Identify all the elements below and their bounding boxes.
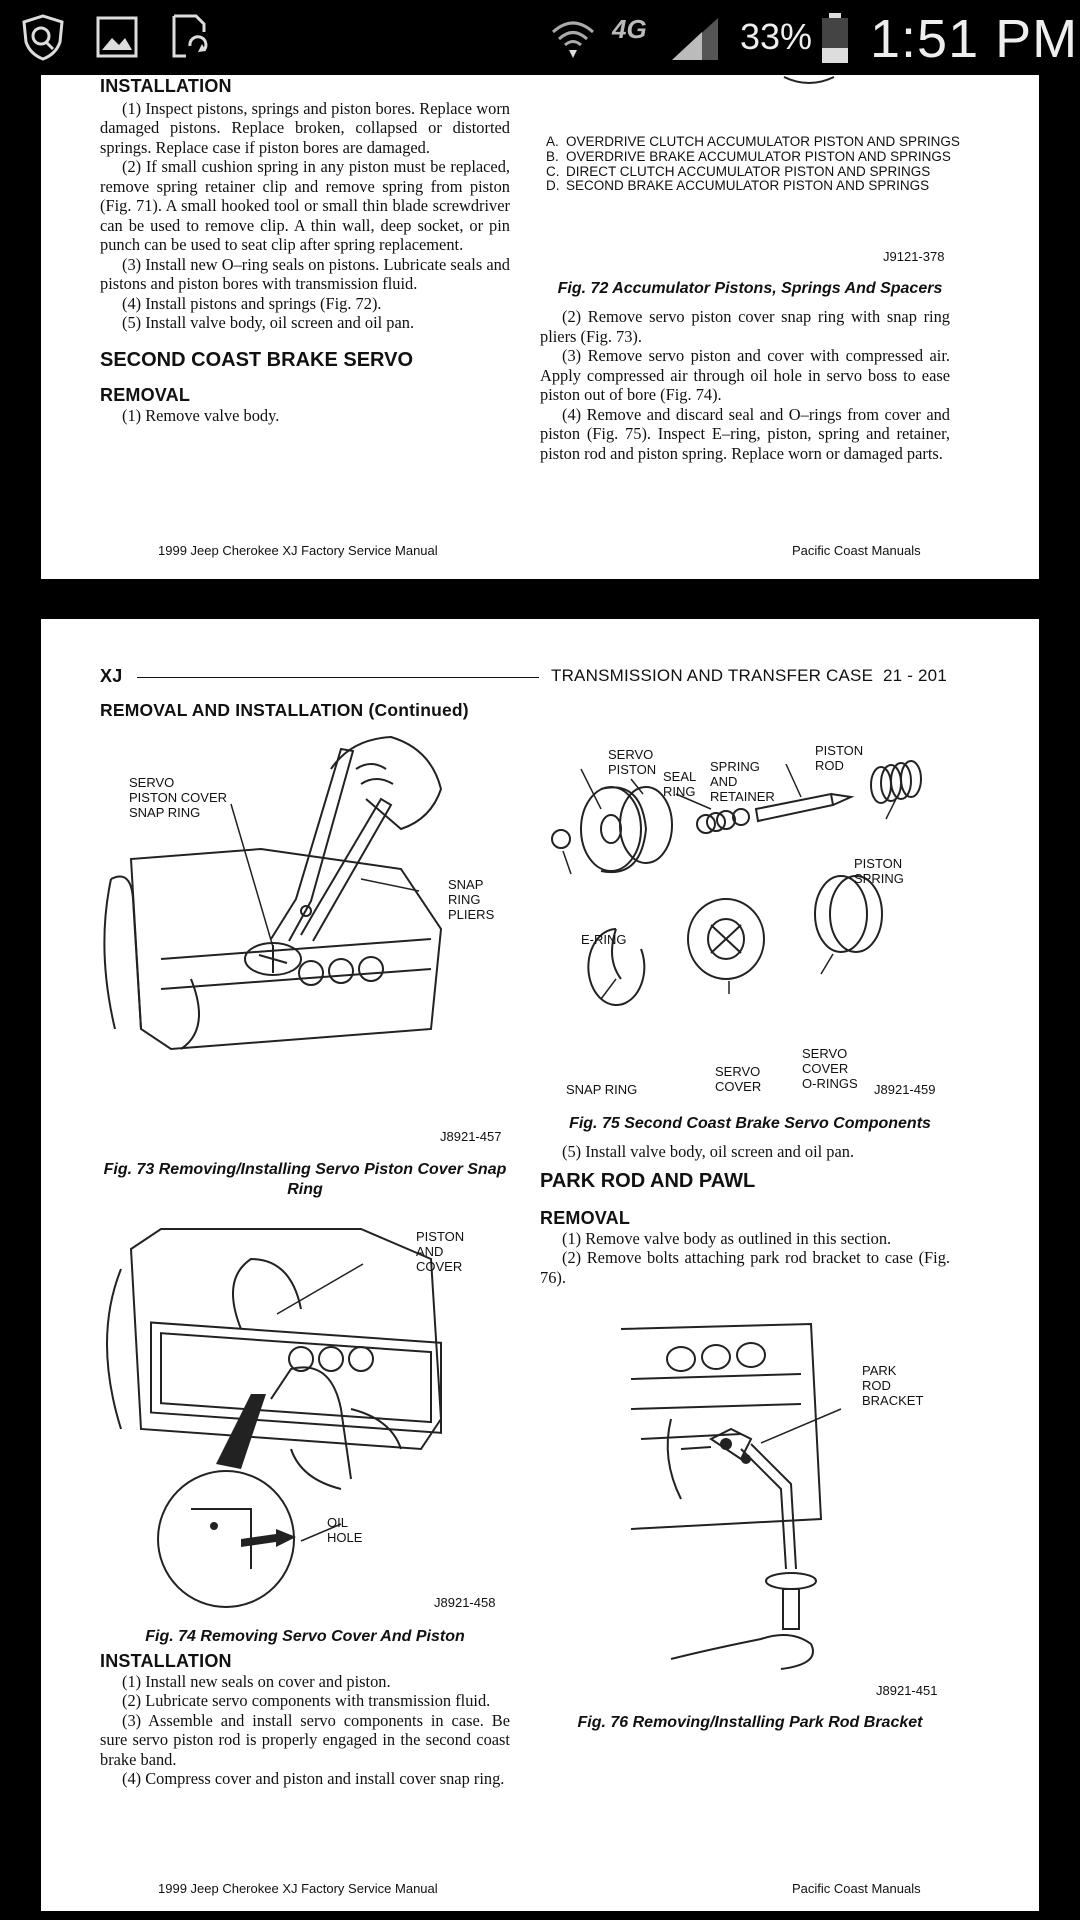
battery-icon [822, 13, 848, 63]
status-bar: 4G 33% 1:51 PM [0, 0, 1080, 75]
fig73-label-snap-ring: SERVO PISTON COVER SNAP RING [129, 775, 228, 820]
removal-step: (4) Remove and discard seal and O–rings … [540, 404, 950, 463]
manual-page-upper[interactable]: INSTALLATION (1) Inspect pistons, spring… [41, 75, 1039, 579]
install-step: (1) Install new seals on cover and pisto… [122, 1671, 391, 1691]
park-rod-heading: PARK ROD AND PAWL [540, 1169, 756, 1192]
section-heading: REMOVAL AND INSTALLATION (Continued) [100, 700, 469, 720]
fig75-label-piston-spring: PISTON SPRING [854, 856, 904, 886]
figure-code: J9121-378 [883, 249, 945, 264]
section-heading: SECOND COAST BRAKE SERVO [100, 348, 414, 371]
figure-code: J8921-458 [434, 1595, 496, 1610]
page-number: 21 - 201 [883, 666, 947, 685]
install-step: (4) Compress cover and piston and instal… [122, 1769, 505, 1788]
fig74-label-oil-hole: OIL HOLE [327, 1515, 363, 1545]
figure-caption: Fig. 73 Removing/Installing Servo Piston… [103, 1161, 507, 1198]
install-step: (2) If small cushion spring in any pisto… [100, 157, 510, 254]
removal-step: (1) Remove valve body as outlined in thi… [562, 1228, 892, 1248]
removal-step: (2) Remove bolts attaching park rod brac… [540, 1248, 950, 1287]
removal-step: (3) Remove servo piston and cover with c… [540, 346, 950, 404]
install-step: (3) Assemble and install servo component… [100, 1710, 510, 1769]
install-step: (1) Inspect pistons, springs and piston … [100, 98, 510, 157]
removal-step: (2) Remove servo piston cover snap ring … [540, 307, 950, 346]
security-shield-icon[interactable] [20, 12, 66, 62]
signal-strength-icon [672, 18, 718, 60]
legend-item: B.OVERDRIVE BRAKE ACCUMULATOR PISTON AND… [546, 148, 951, 164]
legend-item: A.OVERDRIVE CLUTCH ACCUMULATOR PISTON AN… [546, 134, 960, 149]
figure-code: J8921-451 [876, 1683, 938, 1698]
fig75-label-servo-piston: SERVO PISTON [608, 747, 657, 777]
header-rule [137, 677, 539, 678]
fig76-label-bracket: PARK ROD BRACKET [862, 1363, 924, 1408]
figure-code: J8921-457 [440, 1129, 502, 1144]
figure-75-illustration [551, 760, 922, 1006]
figure-74-illustration [106, 1228, 443, 1608]
footer-left: 1999 Jeep Cherokee XJ Factory Service Ma… [158, 1881, 438, 1896]
figure-72-fragment [783, 76, 835, 84]
footer-left: 1999 Jeep Cherokee XJ Factory Service Ma… [158, 543, 438, 558]
install-step: (5) Install valve body, oil screen and o… [122, 313, 415, 332]
wifi-icon [551, 21, 595, 58]
footer-right: Pacific Coast Manuals [792, 1881, 921, 1896]
clock: 1:51 PM [870, 9, 1079, 69]
right-column: (5) Install valve body, oil screen and o… [540, 1142, 950, 1287]
figure-73-illustration [103, 735, 443, 1051]
network-type-label: 4G [612, 14, 647, 44]
fig75-label-snap-ring: SNAP RING [566, 1082, 638, 1097]
fig75-label-cover-orings: SERVO COVER O-RINGS [802, 1046, 858, 1091]
fig75-label-e-ring: E-RING [581, 932, 627, 947]
fig75-label-piston-rod: PISTON ROD [815, 743, 864, 773]
install-step: (5) Install valve body, oil screen and o… [562, 1142, 855, 1161]
figure-76-illustration [620, 1322, 842, 1670]
fig75-label-servo-cover: SERVO COVER [715, 1064, 762, 1094]
install-step: (4) Install pistons and springs (Fig. 72… [122, 293, 382, 313]
header-title: TRANSMISSION AND TRANSFER CASE [551, 666, 874, 685]
installation-heading: INSTALLATION [100, 76, 232, 96]
installation-heading: INSTALLATION [100, 1651, 232, 1671]
figure-caption: Fig. 72 Accumulator Pistons, Springs And… [557, 280, 943, 297]
right-column: (2) Remove servo piston cover snap ring … [540, 307, 950, 463]
fig73-label-pliers: SNAP RING PLIERS [448, 877, 495, 922]
manual-page-lower[interactable]: XJ TRANSMISSION AND TRANSFER CASE 21 - 2… [41, 619, 1039, 1911]
fig75-label-spring-retainer: SPRING AND RETAINER [710, 759, 775, 804]
removal-step: (1) Remove valve body. [122, 405, 280, 425]
gallery-image-icon[interactable] [94, 12, 140, 62]
figure-caption: Fig. 76 Removing/Installing Park Rod Bra… [577, 1714, 923, 1731]
install-step: (3) Install new O–ring seals on pistons.… [100, 254, 510, 294]
battery-percentage: 33% [740, 16, 813, 57]
fig74-label-piston-cover: PISTON AND COVER [416, 1229, 465, 1274]
legend-item: D.SECOND BRAKE ACCUMULATOR PISTON AND SP… [546, 178, 930, 194]
legend-item: C.DIRECT CLUTCH ACCUMULATOR PISTON AND S… [546, 163, 931, 179]
fig72-legend: A.OVERDRIVE CLUTCH ACCUMULATOR PISTON AN… [546, 134, 1006, 194]
removal-heading: REMOVAL [100, 385, 191, 405]
footer-right: Pacific Coast Manuals [792, 543, 921, 558]
sync-download-icon[interactable] [166, 12, 212, 62]
removal-heading: REMOVAL [540, 1208, 631, 1228]
left-installation-column: INSTALLATION (1) Install new seals on co… [100, 1651, 510, 1789]
fig75-label-seal-ring: SEAL RING [663, 769, 697, 799]
left-column: INSTALLATION (1) Inspect pistons, spring… [100, 76, 510, 425]
figure-code: J8921-459 [874, 1082, 936, 1097]
figure-caption: Fig. 75 Second Coast Brake Servo Compone… [569, 1115, 931, 1132]
figure-caption: Fig. 74 Removing Servo Cover And Piston [145, 1628, 465, 1645]
install-step: (2) Lubricate servo components with tran… [122, 1691, 491, 1710]
header-model: XJ [100, 666, 123, 686]
